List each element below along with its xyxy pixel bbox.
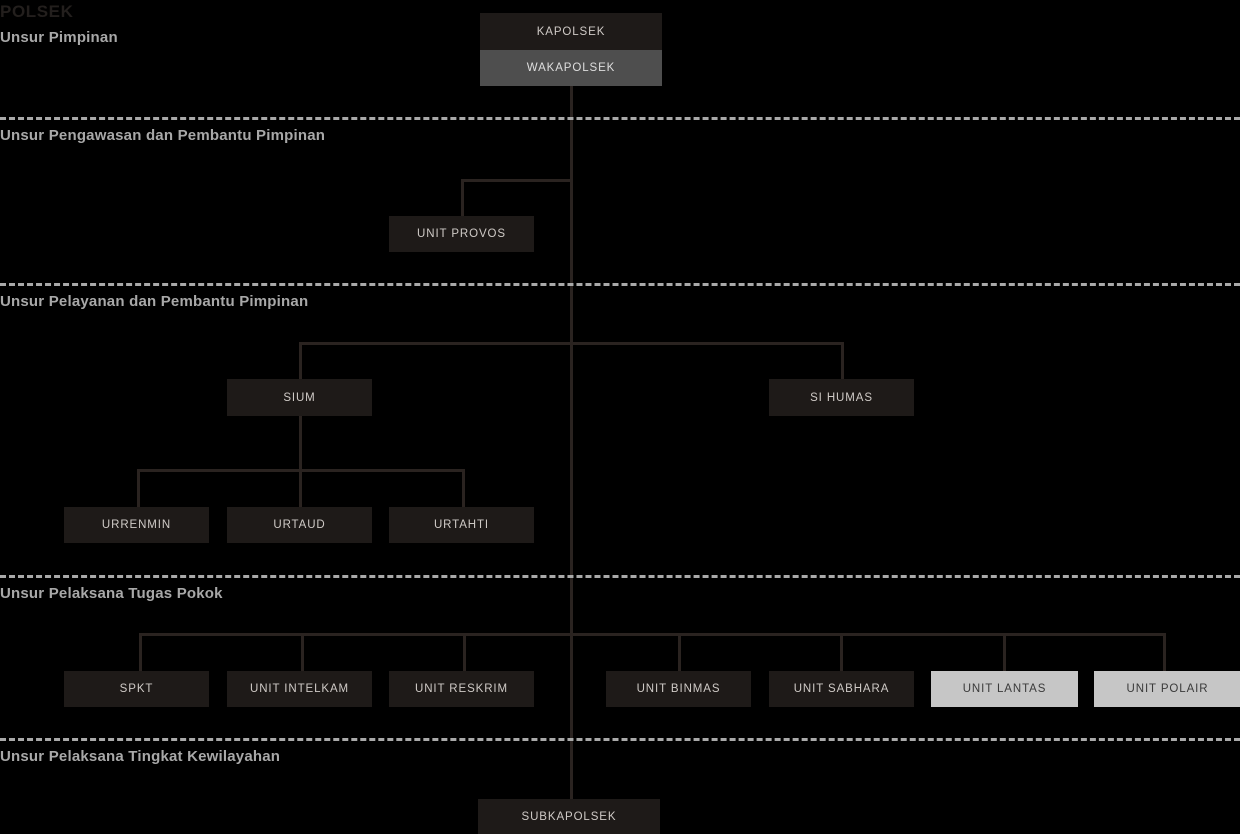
connector-polair-drop [1163, 633, 1166, 671]
connector-reskrim-drop [463, 633, 466, 671]
node-unit-sabhara[interactable]: UNIT SABHARA [769, 671, 914, 707]
section-label-pengawasan: Unsur Pengawasan dan Pembantu Pimpinan [0, 127, 326, 144]
connector-sium-drop [299, 342, 302, 380]
node-unit-polair[interactable]: UNIT POLAIR [1094, 671, 1240, 707]
section-label-kewilayahan: Unsur Pelaksana Tingkat Kewilayahan [0, 748, 281, 765]
connector-provos-vertical [461, 179, 464, 217]
node-sium[interactable]: SIUM [227, 379, 372, 416]
section-label-pelayanan: Unsur Pelayanan dan Pembantu Pimpinan [0, 293, 309, 310]
connector-sabhara-drop [840, 633, 843, 671]
connector-lantas-drop [1003, 633, 1006, 671]
connector-urrenmin-drop [137, 469, 140, 507]
connector-sihumas-drop [841, 342, 844, 380]
connector-provos-horizontal [461, 179, 573, 182]
section-label-pelaksana: Unsur Pelaksana Tugas Pokok [0, 585, 223, 602]
node-urrenmin[interactable]: URRENMIN [64, 507, 209, 543]
node-unit-intelkam[interactable]: UNIT INTELKAM [227, 671, 372, 707]
section-divider-4 [0, 738, 1240, 741]
node-unit-binmas[interactable]: UNIT BINMAS [606, 671, 751, 707]
trunk-line-upper [570, 50, 573, 650]
connector-pelaksana-bus [139, 633, 1165, 636]
node-subkapolsek[interactable]: SUBKAPOLSEK [478, 799, 660, 834]
connector-intelkam-drop [301, 633, 304, 671]
section-divider-1 [0, 117, 1240, 120]
section-label-pimpinan: Unsur Pimpinan [0, 29, 118, 46]
connector-sium-stem [299, 416, 302, 469]
node-unit-reskrim[interactable]: UNIT RESKRIM [389, 671, 534, 707]
node-kapolsek[interactable]: KAPOLSEK [480, 13, 662, 50]
node-si-humas[interactable]: SI HUMAS [769, 379, 914, 416]
page-title: POLSEK [0, 2, 74, 21]
node-unit-provos[interactable]: UNIT PROVOS [389, 216, 534, 252]
node-urtahti[interactable]: URTAHTI [389, 507, 534, 543]
trunk-line-lower [570, 650, 573, 800]
connector-urtaud-drop [299, 469, 302, 507]
section-divider-2 [0, 283, 1240, 286]
section-divider-3 [0, 575, 1240, 578]
connector-binmas-drop [678, 633, 681, 671]
node-spkt[interactable]: SPKT [64, 671, 209, 707]
node-unit-lantas[interactable]: UNIT LANTAS [931, 671, 1078, 707]
connector-spkt-drop [139, 633, 142, 671]
connector-pelayanan-bus [299, 342, 844, 345]
node-urtaud[interactable]: URTAUD [227, 507, 372, 543]
connector-urtahti-drop [462, 469, 465, 507]
node-wakapolsek[interactable]: WAKAPOLSEK [480, 50, 662, 86]
